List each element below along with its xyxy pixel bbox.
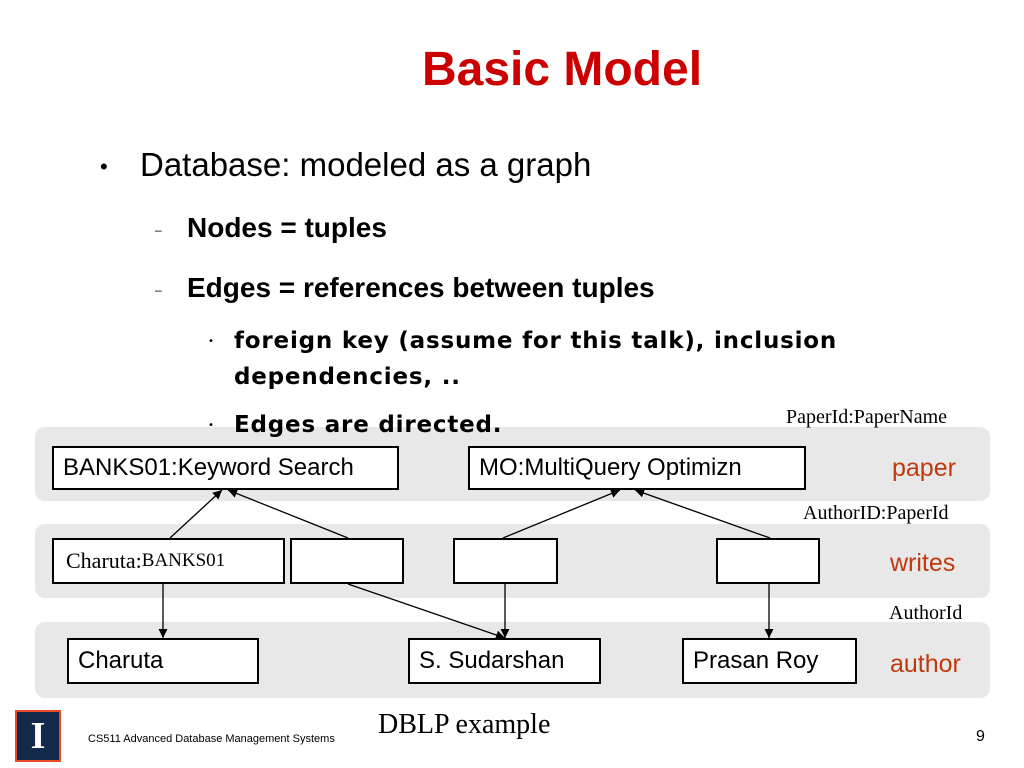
writes-node-empty-2: [453, 538, 558, 584]
writes-node-author: Charuta:: [66, 548, 142, 573]
subsub-bullet-text: Edges are directed.: [234, 412, 503, 438]
edge-writes2-to-banks01: [227, 489, 349, 539]
edge-writes3-to-mo: [502, 489, 621, 539]
dash-marker: –: [155, 222, 162, 237]
subsub-bullet-continuation: dependencies, ..: [234, 364, 461, 390]
paper-schema-note: PaperId:PaperName: [786, 406, 948, 428]
writes-node-charuta-banks01: Charuta:BANKS01: [52, 538, 285, 584]
logo-letter: I: [30, 715, 46, 757]
paper-relation-label: paper: [892, 454, 956, 482]
author-schema-note: AuthorId: [889, 602, 963, 624]
edge-writes4-to-mo: [634, 488, 771, 539]
author-relation-label: author: [890, 650, 961, 678]
sub-bullet-text: Nodes = tuples: [187, 212, 387, 243]
writes-relation-label: writes: [890, 549, 956, 577]
slide-title: Basic Model: [421, 43, 703, 96]
sub-bullet-edges: – Edges = references between tuples: [155, 272, 655, 304]
paper-node-banks01: BANKS01:Keyword Search: [52, 446, 399, 490]
bullet-text: Database: modeled as a graph: [140, 146, 592, 183]
bullet-marker: •: [100, 154, 108, 180]
author-node-charuta: Charuta: [67, 638, 259, 684]
sub-bullet-nodes: – Nodes = tuples: [155, 212, 387, 244]
diagram-caption: DBLP example: [378, 709, 551, 740]
small-bullet-marker: •: [208, 420, 215, 431]
course-footer: CS511 Advanced Database Management Syste…: [88, 733, 335, 745]
sub-bullet-text: Edges = references between tuples: [187, 272, 655, 303]
writes-node-paper: BANKS01: [141, 550, 226, 571]
writes-schema-note: AuthorID:PaperId: [803, 502, 949, 524]
subsub-bullet-text: foreign key (assume for this talk), incl…: [234, 328, 838, 354]
edge-writes2-to-sudarshan: [347, 583, 506, 640]
author-node-prasan-roy: Prasan Roy: [682, 638, 857, 684]
writes-node-empty-1: [290, 538, 404, 584]
edge-writes1-to-banks01: [169, 489, 223, 539]
subsub-bullet-foreign-key: • foreign key (assume for this talk), inc…: [208, 328, 837, 354]
paper-node-mo: MO:MultiQuery Optimizn: [468, 446, 806, 490]
bullet-database-graph: • Database: modeled as a graph: [100, 146, 591, 184]
page-number: 9: [976, 728, 985, 745]
dash-marker: –: [155, 282, 162, 297]
small-bullet-marker: •: [208, 336, 215, 347]
university-logo: I: [15, 710, 61, 762]
subsub-bullet-directed: • Edges are directed.: [208, 412, 502, 438]
writes-node-empty-3: [716, 538, 820, 584]
